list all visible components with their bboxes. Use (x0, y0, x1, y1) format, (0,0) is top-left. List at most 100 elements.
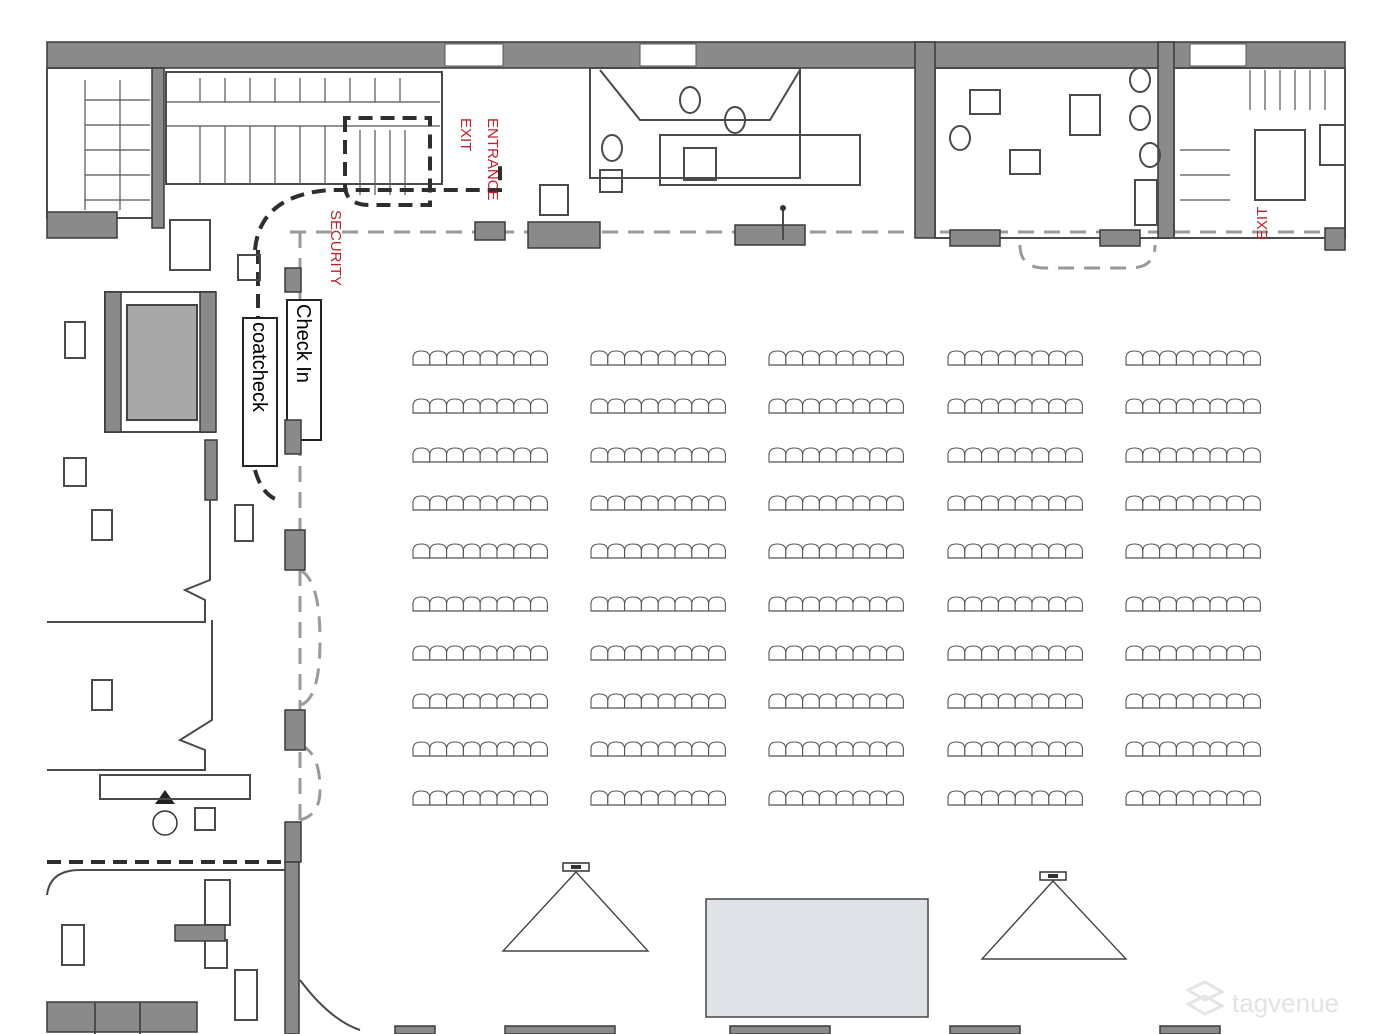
chair (1125, 790, 1144, 806)
seat-block (947, 596, 1083, 612)
top-wall (46, 41, 1346, 69)
chair (624, 741, 642, 757)
check-in-desk (242, 299, 322, 467)
chair (785, 693, 804, 709)
chair (657, 350, 676, 366)
stage (705, 898, 929, 1018)
chair (462, 790, 481, 806)
chair (768, 543, 787, 559)
chair (429, 350, 448, 366)
exit-label-right: EXIT (1254, 207, 1271, 240)
chair (624, 693, 642, 709)
check-in-label: Check In (292, 304, 314, 383)
chair (590, 447, 609, 463)
chair (691, 495, 710, 511)
seat-block (412, 693, 548, 709)
seat-block (590, 495, 726, 511)
chair (947, 398, 966, 414)
chair (1014, 350, 1033, 366)
chair (852, 790, 871, 806)
chair (1014, 645, 1033, 661)
seat-block (590, 398, 726, 414)
chair (640, 790, 659, 806)
chair (997, 495, 1016, 511)
chair (886, 693, 904, 709)
chair (947, 350, 966, 366)
chair (886, 596, 904, 612)
chair (624, 398, 642, 414)
west-corridor-walls (47, 321, 306, 863)
chair (981, 596, 999, 612)
chair (1209, 398, 1228, 414)
chair (607, 596, 626, 612)
chair (869, 596, 888, 612)
chair (1142, 495, 1161, 511)
chair (657, 790, 676, 806)
chair (964, 398, 983, 414)
chair (462, 596, 481, 612)
chair (624, 596, 642, 612)
chair (1192, 645, 1211, 661)
chair (1031, 447, 1050, 463)
chair (886, 398, 904, 414)
chair (964, 790, 983, 806)
chair (818, 495, 837, 511)
chair (412, 543, 431, 559)
chair (964, 693, 983, 709)
seat-block (947, 350, 1083, 366)
chair (1243, 790, 1261, 806)
chair (785, 741, 804, 757)
chair (462, 398, 481, 414)
chair (1125, 543, 1144, 559)
chair (462, 447, 481, 463)
chair (1031, 495, 1050, 511)
chair (1125, 447, 1144, 463)
chair (1014, 543, 1033, 559)
seat-block (768, 645, 904, 661)
seat-block (1125, 398, 1261, 414)
chair (1031, 543, 1050, 559)
chair (429, 645, 448, 661)
chair (429, 398, 448, 414)
chair (674, 495, 693, 511)
chair (479, 693, 498, 709)
chair (446, 447, 464, 463)
chair (1065, 790, 1083, 806)
chair (1048, 741, 1067, 757)
chair (1226, 645, 1245, 661)
chair (1125, 645, 1144, 661)
chair (1125, 596, 1144, 612)
chair (1226, 398, 1245, 414)
chair (674, 350, 693, 366)
chair (513, 790, 532, 806)
chair (691, 645, 710, 661)
chair (997, 596, 1016, 612)
chair (1014, 495, 1033, 511)
chair (479, 741, 498, 757)
chair (1048, 447, 1067, 463)
chair (947, 596, 966, 612)
seat-block (412, 790, 548, 806)
seat-block (768, 398, 904, 414)
seat-block (590, 447, 726, 463)
chair (1159, 398, 1177, 414)
chair (691, 543, 710, 559)
chair (1065, 741, 1083, 757)
seat-block (590, 790, 726, 806)
chair (513, 741, 532, 757)
chair (1175, 350, 1194, 366)
chair (674, 790, 693, 806)
chair (590, 693, 609, 709)
chair (590, 790, 609, 806)
chair (1192, 495, 1211, 511)
chair (1175, 596, 1194, 612)
chair (1142, 596, 1161, 612)
chair (1209, 693, 1228, 709)
chair (479, 790, 498, 806)
chair (1192, 693, 1211, 709)
chair (1226, 495, 1245, 511)
chair (981, 495, 999, 511)
chair (835, 790, 854, 806)
chair (768, 596, 787, 612)
chair (691, 693, 710, 709)
